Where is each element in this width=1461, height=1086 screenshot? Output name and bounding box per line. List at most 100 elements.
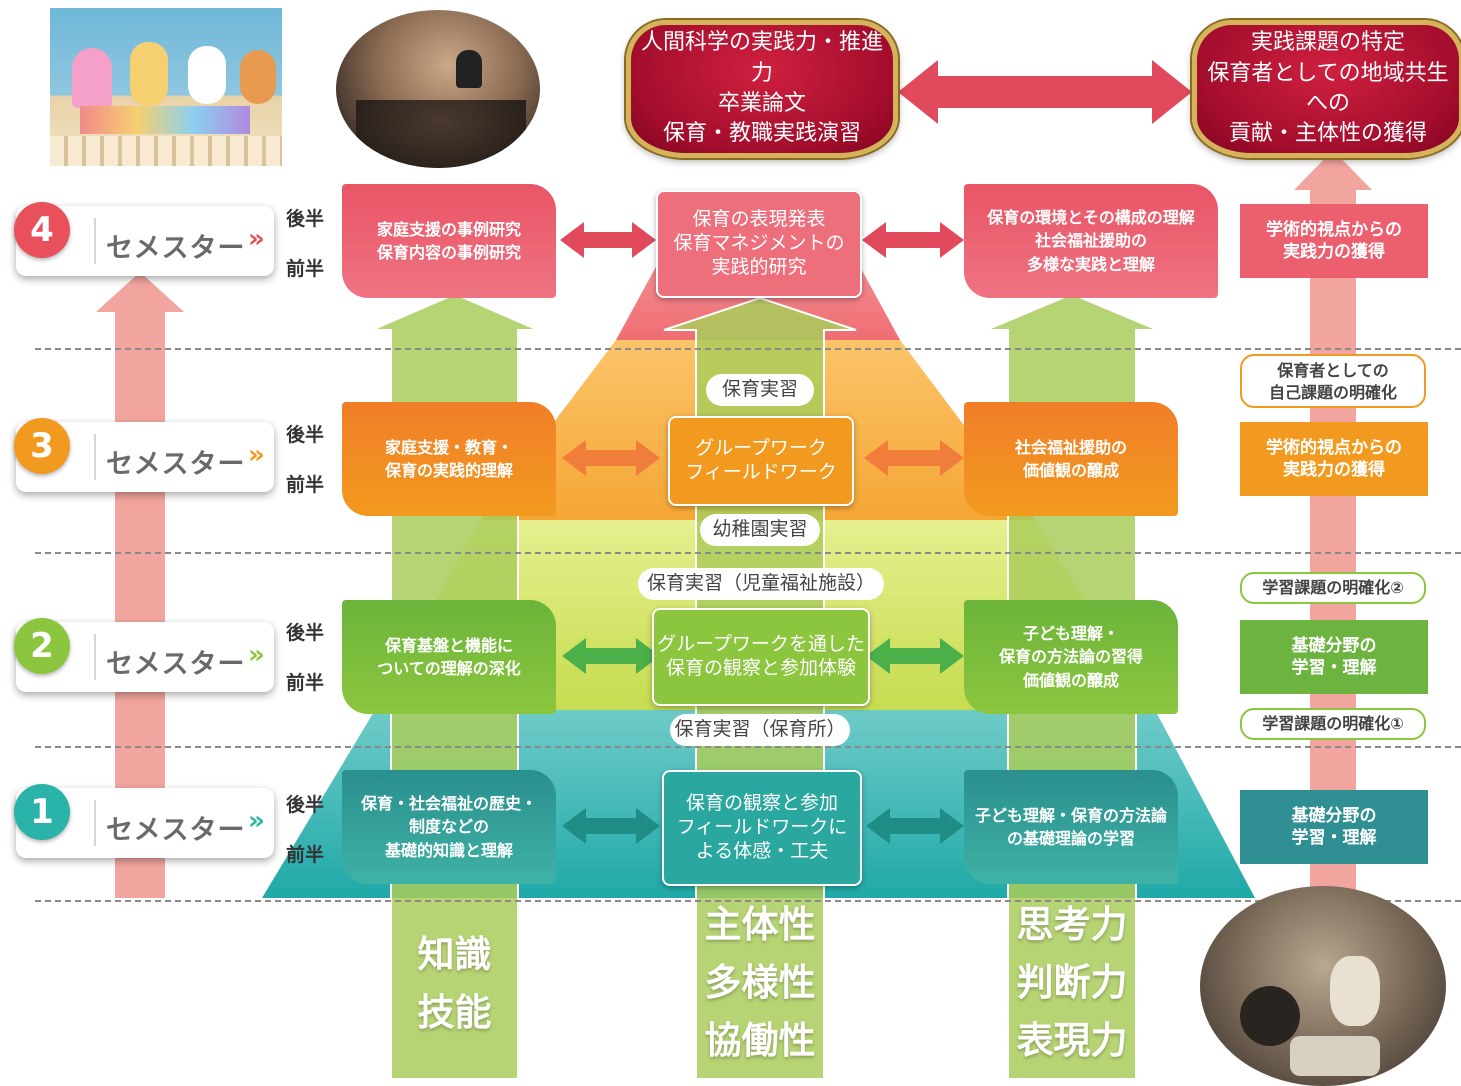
half-label-early: 前半 (286, 844, 325, 866)
semester-label: セメスター (106, 815, 246, 846)
group-discussion-photo (1200, 886, 1446, 1086)
box-s2-left: 保育基盤と機能についての理解の深化 (342, 600, 556, 714)
box-text: 制度などの (408, 817, 489, 837)
goal-text: 保育・教職実践演習 (662, 121, 861, 147)
goal-crest-center: 人間科学の実践力・推進力卒業論文保育・教職実践演習 (626, 20, 898, 158)
box-text: 学習・理解 (1291, 828, 1377, 848)
box-text: 保育基盤と機能に (384, 635, 513, 655)
semester-label: セメスター (106, 449, 246, 480)
half-label-early: 前半 (286, 672, 325, 694)
box-text: 価値観の醸成 (1022, 461, 1119, 480)
pillar-word: 表現力 (1016, 1019, 1128, 1062)
chevron-right-icon: » (248, 224, 265, 254)
pillar-center-labels: 主体性 多様性 協働性 (696, 896, 824, 1070)
box-text: 基礎的知識と理解 (384, 840, 513, 860)
goal-text: 人間科学の実践力・推進力 (640, 30, 883, 86)
box-text: 基礎分野の (1291, 805, 1377, 826)
goal-crest-right: 実践課題の特定保育者としての地域共生への貢献・主体性の獲得 (1192, 20, 1461, 158)
box-text: 子ども理解・保育の方法論 (974, 805, 1167, 825)
practicum-label: 保育実習（児童福祉施設） (638, 568, 884, 600)
divider (94, 634, 96, 680)
box-text: 保育の方法論の習得 (998, 647, 1143, 667)
practicum-label: 保育実習 (706, 374, 814, 406)
box-text: フィールドワーク (685, 461, 837, 483)
pillar-right-labels: 思考力 判断力 表現力 (1008, 896, 1136, 1070)
side-pill-s1: 学習課題の明確化① (1240, 708, 1426, 740)
half-label-late: 後半 (286, 208, 325, 230)
divider (94, 434, 96, 480)
semester-card-3: 3 セメスター » (14, 418, 274, 492)
semester-number: 2 (14, 618, 70, 674)
chevron-right-icon: » (248, 640, 265, 670)
box-text: グループワークを通した (657, 633, 865, 656)
box-s3-center: グループワークフィールドワーク (668, 416, 854, 506)
box-text: 保育内容の事例研究 (376, 243, 521, 262)
separator-line (35, 900, 1461, 902)
pillar-word: 判断力 (1016, 961, 1128, 1004)
pillar-left-labels: 知識 技能 (391, 926, 518, 1042)
box-s4-right: 保育の環境とその構成の理解社会福祉援助の多様な実践と理解 (964, 184, 1218, 298)
goal-text: 保育者としての地域共生への (1207, 60, 1449, 116)
box-text: 実践力の獲得 (1283, 460, 1385, 480)
box-text: 家庭支援の事例研究 (376, 219, 521, 239)
box-text: 保育の観察と参加体験 (665, 657, 856, 679)
pillar-word: 思考力 (1016, 903, 1128, 946)
box-text: 価値観の醸成 (1022, 670, 1119, 690)
half-label-late: 後半 (286, 794, 325, 816)
box-text: 保育の環境とその構成の理解 (987, 208, 1195, 228)
half-label-late: 後半 (286, 424, 325, 446)
pillar-word: 主体性 (704, 903, 816, 946)
box-text: 保育の観察と参加 (685, 792, 838, 815)
pill-text: 自己課題の明確化 (1268, 383, 1397, 402)
semester-label: セメスター (106, 233, 246, 264)
box-s1-side: 基礎分野の学習・理解 (1240, 790, 1428, 864)
semester-number: 3 (14, 418, 70, 474)
box-s2-center: グループワークを通した保育の観察と参加体験 (652, 608, 870, 706)
half-label-early: 前半 (286, 474, 325, 496)
box-s4-center: 保育の表現発表保育マネジメントの実践的研究 (656, 190, 862, 298)
box-text: 保育マネジメントの (673, 232, 845, 255)
box-text: ついての理解の深化 (377, 659, 521, 678)
box-text: 社会福祉援助の (1014, 437, 1127, 457)
box-s2-side: 基礎分野の学習・理解 (1240, 620, 1428, 694)
pillar-word: 多様性 (704, 961, 816, 1004)
goal-text: 貢献・主体性の獲得 (1228, 121, 1427, 147)
box-s3-right: 社会福祉援助の価値観の醸成 (964, 402, 1178, 516)
pillar-word: 技能 (417, 991, 492, 1034)
box-text: 家庭支援・教育・ (384, 437, 513, 457)
pill-text: 保育者としての (1277, 361, 1389, 380)
half-label-early: 前半 (286, 258, 325, 280)
box-text: グループワーク (695, 437, 827, 460)
semester-number: 4 (14, 202, 70, 258)
double-arrow-icon (560, 222, 964, 844)
side-pill-s3: 保育者としての自己課題の明確化 (1240, 354, 1426, 408)
box-text: の基礎理論の学習 (1006, 829, 1135, 848)
box-s2-right: 子ども理解・保育の方法論の習得価値観の醸成 (964, 600, 1178, 714)
practicum-label: 幼稚園実習 (700, 514, 820, 546)
box-text: 学習・理解 (1291, 658, 1377, 678)
box-s1-center: 保育の観察と参加フィールドワークによる体感・工夫 (662, 770, 862, 886)
box-s3-side: 学術的視点からの実践力の獲得 (1240, 422, 1428, 496)
semester-label: セメスター (106, 649, 246, 680)
box-text: フィールドワークに (676, 816, 848, 839)
semester-number: 1 (14, 784, 70, 840)
half-label-late: 後半 (286, 622, 325, 644)
box-text: 学術的視点からの (1266, 219, 1402, 240)
divider (94, 218, 96, 264)
goal-text: 卒業論文 (717, 91, 806, 116)
box-text: 社会福祉援助の (1034, 231, 1147, 251)
separator-line (35, 348, 1461, 350)
box-s4-left: 家庭支援の事例研究保育内容の事例研究 (342, 184, 556, 298)
pillar-word: 知識 (417, 933, 492, 976)
lecture-hall-photo (336, 10, 540, 168)
box-s1-left: 保育・社会福祉の歴史・制度などの基礎的知識と理解 (342, 770, 556, 884)
box-s1-right: 子ども理解・保育の方法論の基礎理論の学習 (964, 770, 1178, 884)
semester-card-4: 4 セメスター » (14, 202, 274, 276)
box-text: 基礎分野の (1291, 635, 1377, 656)
classroom-decoration-photo (50, 8, 282, 166)
separator-line (35, 552, 1461, 554)
semester-card-2: 2 セメスター » (14, 618, 274, 692)
box-text: 子ども理解・ (1022, 624, 1119, 644)
goal-text: 実践課題の特定 (1250, 30, 1405, 56)
